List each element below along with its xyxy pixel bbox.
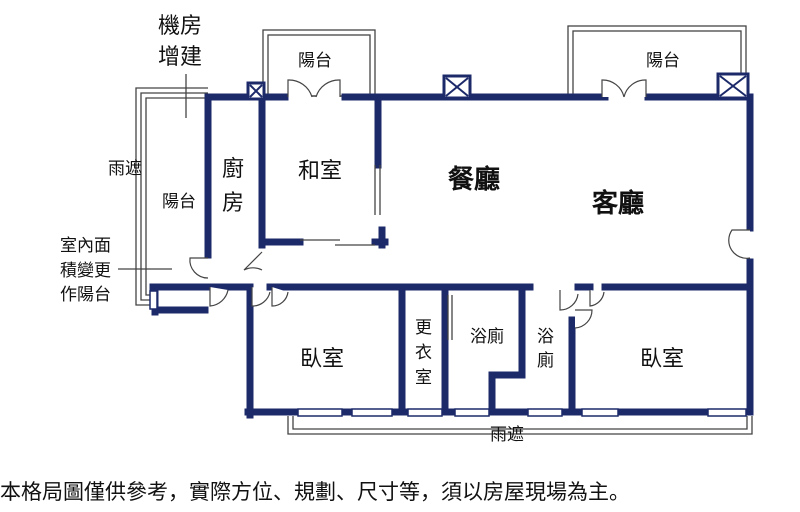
doors xyxy=(189,79,751,340)
converted-label-3: 作陽台 xyxy=(60,285,111,305)
rain-cover-left-label: 雨遮 xyxy=(108,159,142,179)
bath-1-label: 浴廁 xyxy=(470,326,504,347)
kitchen-label-1: 廚 xyxy=(222,157,244,182)
bedroom-left-label: 臥室 xyxy=(300,347,344,372)
living-label: 客廳 xyxy=(592,188,644,219)
disclaimer-text: 本格局圖僅供參考，實際方位、規劃、尺寸等，須以房屋現場為主。 xyxy=(0,480,630,504)
bath-2-label-2: 廁 xyxy=(537,350,554,371)
windows xyxy=(149,290,747,417)
japanese-room-label: 和室 xyxy=(298,159,342,184)
kitchen-label-2: 房 xyxy=(222,191,244,216)
closet-label-2: 衣 xyxy=(415,343,432,363)
dining-label: 餐廳 xyxy=(448,164,500,195)
closet-label-1: 更 xyxy=(415,318,432,338)
converted-label-1: 室內面 xyxy=(60,236,111,256)
balcony-left-label: 陽台 xyxy=(162,192,196,212)
converted-label-2: 積變更 xyxy=(60,261,111,281)
walls xyxy=(149,93,754,419)
bedroom-right-label: 臥室 xyxy=(640,347,684,372)
closet-label-3: 室 xyxy=(415,368,432,388)
mech-room-label-2: 增建 xyxy=(158,45,202,70)
bath-2-label-1: 浴 xyxy=(537,327,554,347)
balcony-top-right-label: 陽台 xyxy=(646,51,680,71)
mech-room-label-1: 機房 xyxy=(158,14,202,39)
shaft-boxes xyxy=(246,72,750,101)
balcony-top-left-label: 陽台 xyxy=(298,51,332,71)
rain-cover-bottom-label: 雨遮 xyxy=(490,425,524,445)
